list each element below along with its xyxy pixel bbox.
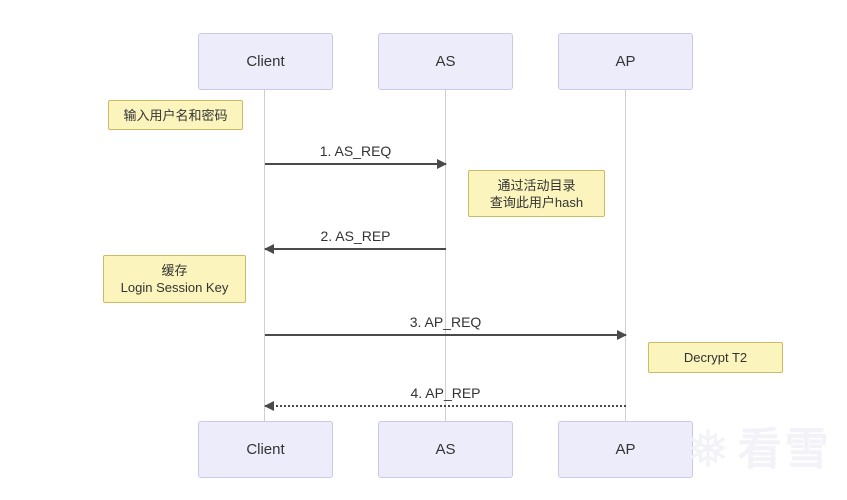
actor-label: AP — [615, 441, 636, 458]
lifeline-as — [445, 90, 446, 421]
message-label: 2. AS_REP — [320, 228, 391, 244]
arrowhead-right-icon — [437, 159, 447, 169]
message-label: 1. AS_REQ — [319, 143, 392, 159]
message-ap-req: 3. AP_REQ — [265, 313, 627, 340]
message-as-rep: 2. AS_REP — [264, 227, 446, 254]
actor-ap-top: AP — [558, 33, 693, 90]
message-ap-rep: 4. AP_REP — [264, 384, 626, 411]
message-as-req: 1. AS_REQ — [265, 142, 447, 169]
lifeline-client — [264, 90, 265, 421]
arrow-line — [265, 159, 447, 169]
note-text-line1: 缓存 — [161, 263, 188, 278]
message-label: 4. AP_REP — [410, 385, 481, 401]
arrowhead-left-icon — [264, 401, 274, 411]
actor-as-top: AS — [378, 33, 513, 90]
watermark-text: 看雪 — [737, 425, 832, 474]
actor-client-top: Client — [198, 33, 333, 90]
note-text-line1: 通过活动目录 — [497, 177, 576, 193]
actor-label: AS — [435, 441, 456, 458]
note-text-line2: 查询此用户hash — [489, 194, 584, 210]
arrowhead-left-icon — [264, 244, 274, 254]
watermark: ❅ 看雪 — [686, 424, 832, 476]
note-query-user-hash: 通过活动目录 查询此用户hash — [468, 170, 605, 217]
actor-client-bottom: Client — [198, 421, 333, 478]
lifeline-ap — [625, 90, 626, 421]
message-label: 3. AP_REQ — [409, 314, 482, 330]
actor-label: AS — [435, 53, 456, 70]
arrowhead-right-icon — [617, 330, 627, 340]
arrow-line — [264, 244, 446, 254]
note-text-line2: Login Session Key — [120, 280, 229, 295]
note-text: Decrypt T2 — [683, 350, 748, 365]
note-decrypt-t2: Decrypt T2 — [648, 342, 783, 373]
actor-label: Client — [246, 441, 285, 458]
note-enter-credentials: 输入用户名和密码 — [108, 100, 243, 130]
snowflake-icon: ❅ — [686, 421, 730, 479]
actor-ap-bottom: AP — [558, 421, 693, 478]
arrow-line — [265, 330, 627, 340]
actor-label: AP — [615, 53, 636, 70]
note-text: 输入用户名和密码 — [123, 107, 228, 123]
actor-as-bottom: AS — [378, 421, 513, 478]
actor-label: Client — [246, 53, 285, 70]
arrow-line-dotted — [264, 401, 626, 411]
note-cache-login-session-key: 缓存 Login Session Key — [103, 255, 246, 303]
